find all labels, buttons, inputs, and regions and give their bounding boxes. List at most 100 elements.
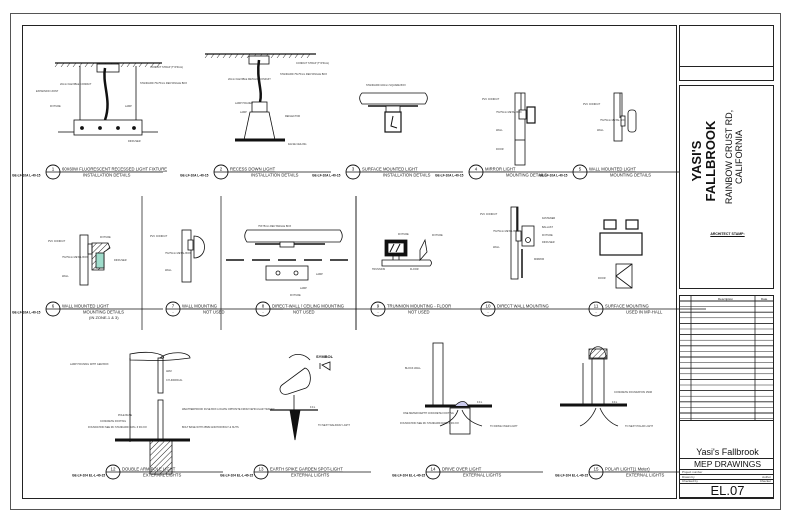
detail-sheet-ref: GE-LF-104 EL-L-40-15 xyxy=(72,474,105,478)
detail-number: 5 xyxy=(579,167,582,172)
detail-2-annotations: CONDUIT STRAP (TYPICAL) STANDARD 75x75mm… xyxy=(228,62,329,146)
detail-subtitle: EXTERNAL LIGHTS xyxy=(143,473,181,478)
project-name: YASI'S FALLBROOK xyxy=(689,96,720,226)
annotation-label: DIFFUSER xyxy=(128,140,141,143)
drawing-area-border xyxy=(22,25,677,499)
detail-number: 13 xyxy=(258,467,264,472)
annotation-label: LAMP xyxy=(316,273,323,276)
detail-subtitle: MOUNTING DETAILS xyxy=(610,173,651,178)
annotation-label: 20mm FLEXIBLE CONDUIT xyxy=(60,83,92,86)
annotation-label: 75x75mm METAL BOX xyxy=(493,230,519,233)
detail-5-drawing xyxy=(613,92,637,142)
detail-number: 6 xyxy=(52,304,55,309)
detail-sheet-ref: GE-LF-10A L-40-15 xyxy=(539,174,568,178)
detail-sheet-ref: GE-LF-104 EL-L-40-15 xyxy=(220,474,253,478)
detail-title: DIRECT-WALL / CEILING MOUNTING xyxy=(272,304,344,309)
detail-callout-13: 13 EARTH SPIKE GARDEN SPOT-LIGHTEXTERNAL … xyxy=(220,464,371,480)
detail-ref: - xyxy=(172,310,174,315)
detail-number: 10 xyxy=(485,304,491,309)
project-number-label: Project number xyxy=(682,470,703,474)
detail-title: WALL MOUNTED LIGHT xyxy=(62,304,109,309)
annotation-label: DIFFUSER xyxy=(114,259,127,262)
project-address: RAINBOW CRUST RD, CALIFORNIA xyxy=(724,92,746,222)
detail-subtitle: USED IN MP-HALL xyxy=(626,310,663,315)
annotation-label: PVC CONDUIT xyxy=(583,103,601,106)
sheet-title: MEP DRAWINGS xyxy=(693,459,762,469)
detail-title: DOUBLE ARM POLE LIGHT xyxy=(122,467,176,472)
detail-title: 60X60W FLUORESCENT RECESSED LIGHT FIXTUR… xyxy=(62,167,167,172)
annotation-label: FLOOR xyxy=(410,268,419,271)
detail-subtitle: EXTERNAL LIGHTS xyxy=(291,473,329,478)
annotation-label: POLE BASE xyxy=(118,414,132,417)
detail-callout-10: 10-DIRECT WALL MOUNTING xyxy=(480,301,598,317)
detail-number: 9 xyxy=(377,304,380,309)
detail-subtitle: NOT USED xyxy=(293,310,315,315)
annotation-label: STANDARD 75x75mm RECTANGLE BOX xyxy=(140,82,187,85)
detail-sheet-ref: GE-LF-10A L-40-15 xyxy=(12,174,41,178)
detail-8-drawing xyxy=(226,229,350,281)
detail-number: 7 xyxy=(172,304,175,309)
architect-stamp-label: ARCHITECT STAMP: xyxy=(710,232,745,236)
detail-3-drawing xyxy=(359,92,428,133)
detail-sheet-ref: GE-LF-104 EL-L-40-15 xyxy=(392,474,425,478)
revision-description-header: Description xyxy=(718,297,734,301)
annotation-label: FIXTURE xyxy=(432,234,443,237)
detail-title: EARTH SPIKE GARDEN SPOT-LIGHT xyxy=(270,467,343,472)
detail-subtitle: MOUNTING DETAILS xyxy=(83,310,124,315)
annotation-label: 75x75mm METAL BOX xyxy=(62,256,88,259)
annotation-label: 75x75mm METAL BOX xyxy=(600,119,626,122)
project-name-line2: FALLBROOK xyxy=(703,120,718,202)
annotation-label: FIXTURE xyxy=(290,294,301,297)
annotation-label: F.F.L xyxy=(477,401,483,404)
detail-6-drawing xyxy=(79,234,111,286)
detail-13-drawing: SYMBOL xyxy=(270,354,334,441)
annotation-label: ONE METER DEPTH CONCRETE FOOTING xyxy=(403,412,454,415)
detail-number: 3 xyxy=(352,167,355,172)
detail-5-annotations: PVC CONDUIT 75x75mm METAL BOX WALL xyxy=(583,103,626,132)
detail-sheet-ref: GE-LF-10A L-40-15 xyxy=(312,174,341,178)
detail-subtitle: INSTALLATION DETAILS xyxy=(83,173,131,178)
annotation-label: BOLT BASE WITH 25MM ANCHOR BOLT & NUTS xyxy=(182,426,239,429)
detail-subtitle: EXTERNAL LIGHTS xyxy=(463,473,501,478)
annotation-label: FASTENER xyxy=(542,217,555,220)
annotation-label: TO NEXT POLAR LIGHT xyxy=(625,425,653,428)
checked-by-label: Checked by xyxy=(682,479,698,483)
annotation-label: TO NEXT WALKWAY LIGHT xyxy=(318,424,350,427)
detail-sheet-ref: GE-LF-10A L-40-15 xyxy=(435,174,464,178)
annotation-label: FIXTURE xyxy=(398,233,409,236)
detail-subtitle: NOT USED xyxy=(408,310,430,315)
detail-subtitle: MOUNTING DETAILS xyxy=(506,173,547,178)
annotation-label: 20mm FLEXIBLE METALIC CONDUIT xyxy=(228,78,271,81)
detail-12-annotations: LAMP HOUSING WITH GEM BOX ARM CYLINDRICA… xyxy=(70,363,275,429)
detail-note: (IN ZONE-1 & 3) xyxy=(89,315,119,320)
detail-title: DIRECT WALL MOUNTING xyxy=(497,304,549,309)
annotation-label: BLOCK WALL xyxy=(405,367,421,370)
annotation-label: WALL xyxy=(496,129,503,132)
detail-10-annotations: PVC CONDUIT FASTENER BALLAST 75x75mm MET… xyxy=(480,213,555,261)
annotation-label: EXPANSION JOINT xyxy=(36,90,59,93)
annotation-label: DOOR xyxy=(496,148,504,151)
annotation-label: WALL xyxy=(165,269,172,272)
annotation-label: BALLAST xyxy=(542,226,553,229)
detail-number: 2 xyxy=(220,167,223,172)
detail-1-drawing xyxy=(54,62,162,136)
detail-title: POLAR LIGHT(1 Meter) xyxy=(605,467,650,472)
annotation-label: PVC CONDUIT xyxy=(48,240,66,243)
annotation-label: FIXTURE xyxy=(100,236,111,239)
annotation-label: FOUNDATION SEE RC STANDARD DWG. # RC.8.8 xyxy=(400,422,459,425)
detail-15-annotations: CONCRETE FOUNDATION 150M F.F.L TO NEXT P… xyxy=(612,391,653,428)
drawn-by-label: Drawn by xyxy=(682,475,695,479)
detail-title: WALL MOUNTED LIGHT xyxy=(589,167,636,172)
detail-number: 11 xyxy=(594,304,599,309)
symbol-label: SYMBOL xyxy=(316,354,334,359)
annotation-label: PVC CONDUIT xyxy=(150,235,168,238)
detail-7-annotations: PVC CONDUIT 75x75mm METAL BOX WALL xyxy=(150,235,191,272)
annotation-label: DOOR xyxy=(598,277,606,280)
